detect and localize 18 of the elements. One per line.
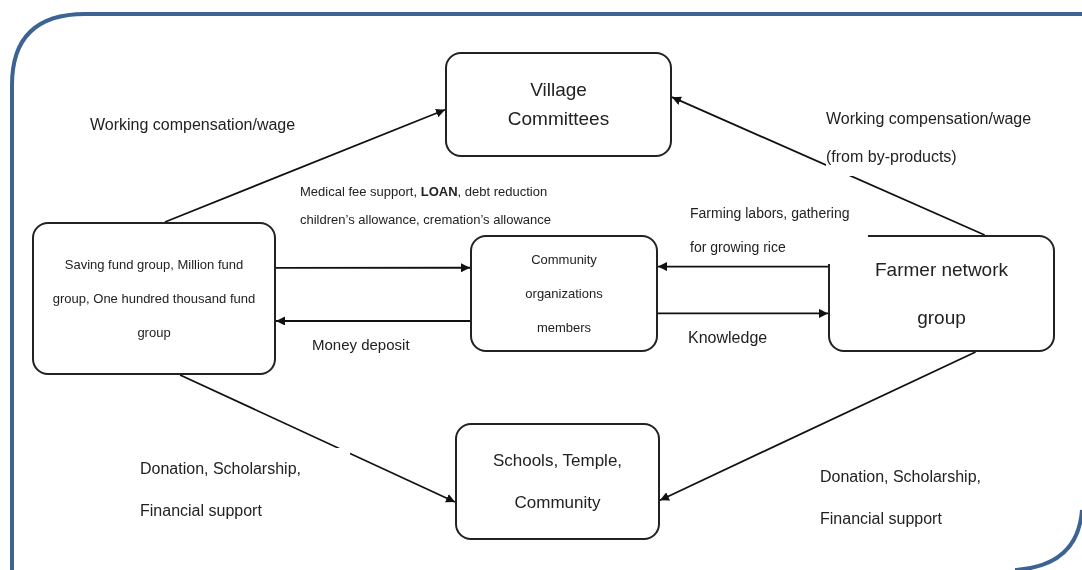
arrow xyxy=(657,308,829,318)
rounded-box xyxy=(470,235,658,352)
arrow xyxy=(671,96,986,236)
arrow xyxy=(657,262,829,272)
node-label: Farmer network group xyxy=(874,257,1009,330)
arrow xyxy=(164,108,446,223)
node-label: Village Committees xyxy=(506,78,611,131)
arrow xyxy=(179,374,456,503)
rounded-box xyxy=(828,235,1055,352)
node-label: Community organizations members xyxy=(524,250,604,337)
arrow xyxy=(275,316,471,326)
node-label: Saving fund group, Million fund group, One hundred thousand fund group xyxy=(51,255,257,342)
arrow xyxy=(275,263,471,273)
rounded-box xyxy=(445,52,672,157)
rounded-box xyxy=(32,222,276,375)
rounded-box xyxy=(455,423,660,540)
node-label: Schools, Temple, Community xyxy=(491,449,624,514)
arrow xyxy=(659,351,977,502)
